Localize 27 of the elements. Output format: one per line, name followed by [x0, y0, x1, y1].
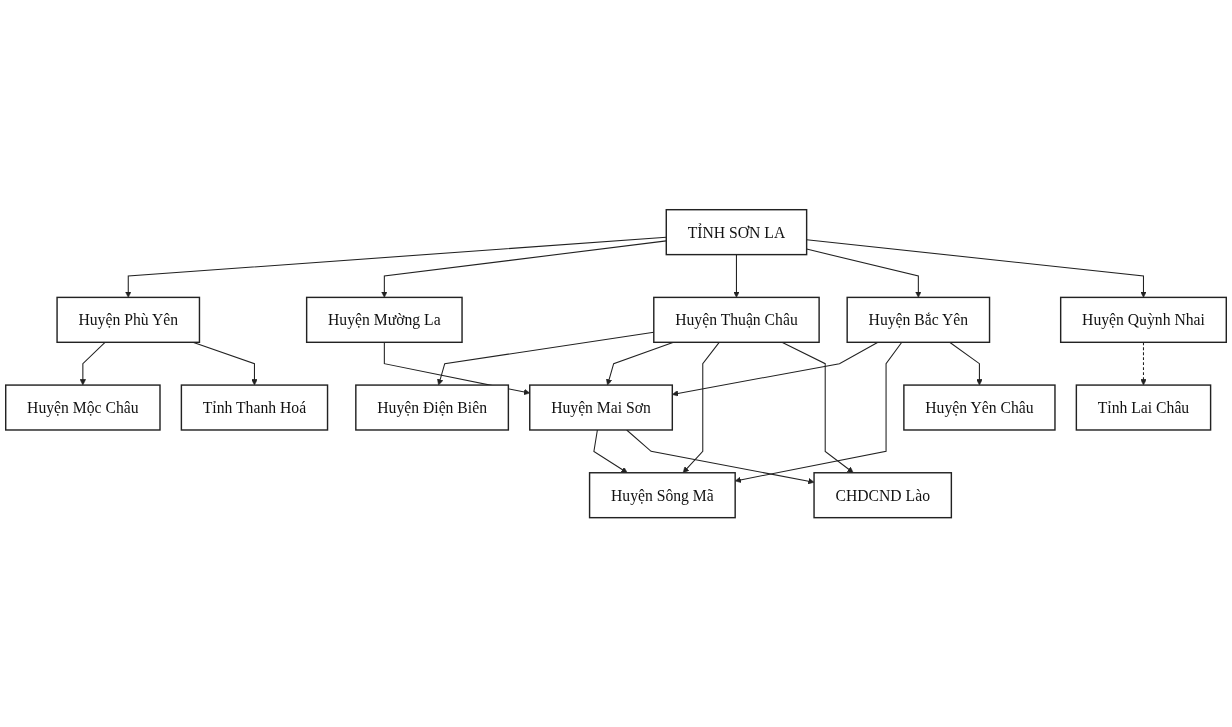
- arrow: [626, 429, 815, 485]
- node-box: Huyện Mường La: [305, 296, 463, 343]
- arrow: [672, 341, 879, 397]
- node-box: Huyện Sông Mã: [588, 471, 736, 519]
- node-box: Tỉnh Thanh Hoá: [180, 384, 329, 431]
- node-box: Tỉnh Lai Châu: [1075, 384, 1212, 431]
- arrow: [381, 240, 667, 298]
- arrow: [733, 253, 740, 298]
- arrow: [806, 239, 1147, 298]
- node-box: CHDCND Lào: [813, 471, 953, 519]
- arrow: [593, 429, 628, 473]
- node-box: Huyện Điện Biên: [355, 384, 510, 431]
- arrow: [781, 341, 854, 473]
- arrow: [682, 341, 720, 473]
- node-box: Huyện Yên Châu: [903, 384, 1056, 431]
- arrow: [79, 341, 106, 386]
- node-box: TỈNH SƠN LA: [665, 208, 808, 256]
- node-box: Huyện Phù Yên: [56, 296, 201, 343]
- arrow: [949, 341, 983, 386]
- node-box: Huyện Mộc Châu: [5, 384, 161, 431]
- node-box: Huyện Mai Sơn: [529, 384, 674, 431]
- node-box: Huyện Bắc Yên: [846, 296, 991, 343]
- node-box: Huyện Quỳnh Nhai: [1059, 296, 1227, 343]
- arrow: [1140, 341, 1147, 386]
- arrow: [125, 236, 667, 298]
- arrow: [806, 248, 922, 298]
- node-box: Huyện Thuận Châu: [653, 296, 820, 343]
